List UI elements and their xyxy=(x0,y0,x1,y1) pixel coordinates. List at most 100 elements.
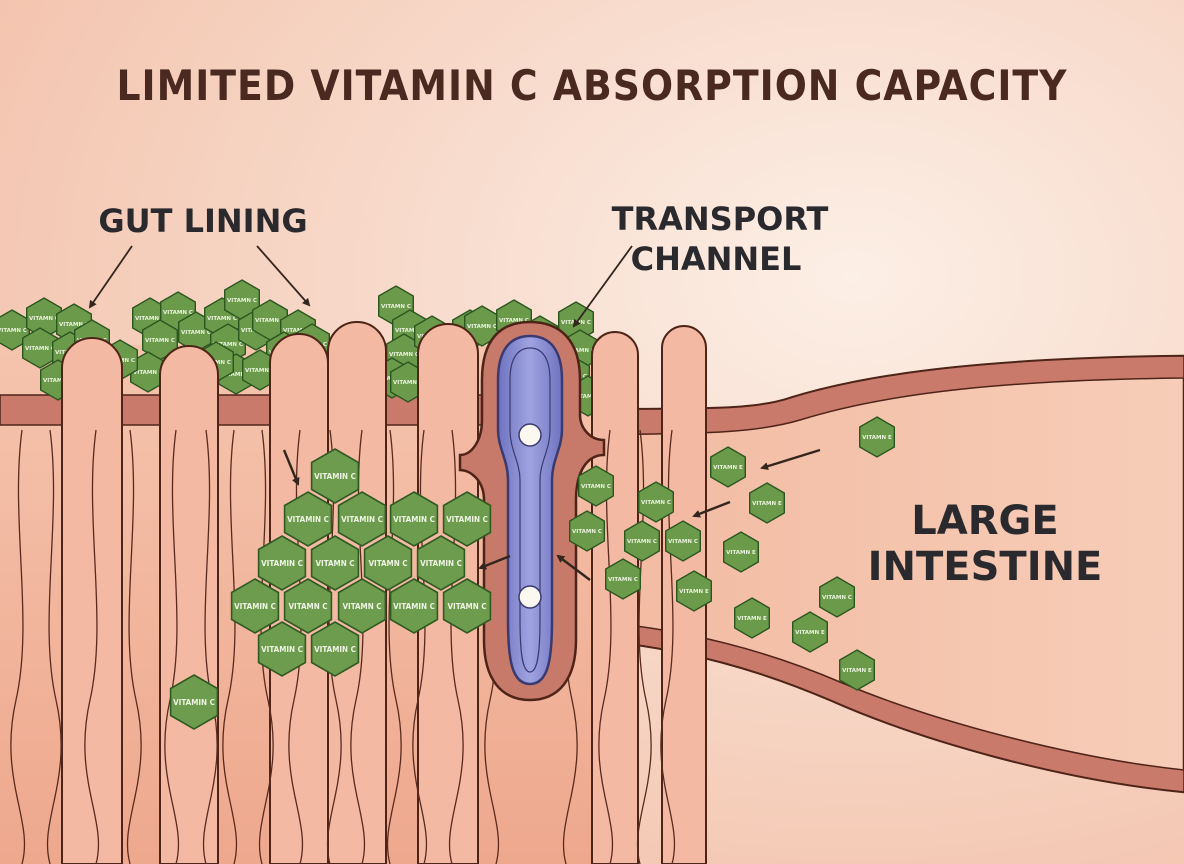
molecule-label: VITAMN C xyxy=(43,378,73,384)
arrow-icon xyxy=(282,449,300,486)
hexagon-molecule-icon: VITAMN C xyxy=(819,576,855,618)
molecule-label: VITAMN C xyxy=(393,380,423,386)
hexagon-molecule-icon: VITAMIN C xyxy=(310,448,360,504)
molecule-label: VITAMN C xyxy=(368,559,407,568)
molecule-label: VITAMIN C xyxy=(261,559,303,568)
hexagon-molecule-icon: VITAMIN C xyxy=(230,578,280,634)
molecule-label: VITAMN C xyxy=(668,539,698,545)
molecule-label: VITAMN C xyxy=(641,500,671,506)
hexagon-molecule-icon: VITAMIN C xyxy=(257,535,307,591)
molecule-label: VITAMN C xyxy=(288,602,327,611)
molecule-label: VITAMIN C xyxy=(420,559,462,568)
label-large-intestine: LARGE INTESTINE xyxy=(868,498,1103,590)
hexagon-molecule-icon: VITAMN C xyxy=(22,327,58,369)
molecule-label: VITAMN C xyxy=(565,348,595,354)
molecule-label: VITAMN C xyxy=(315,559,354,568)
large-intestine-label-line2: INTESTINE xyxy=(868,544,1103,590)
molecule-label: VITAMN E xyxy=(737,616,767,622)
molecule-label: VITAMN C xyxy=(245,368,275,374)
arrow-icon xyxy=(556,554,591,581)
molecule-label: VITAMN C xyxy=(227,298,257,304)
hexagon-molecule-icon: VITAMN C xyxy=(569,510,605,552)
molecule-label: VITAMIN C xyxy=(341,515,383,524)
molecule-label: VITAMN C xyxy=(25,346,55,352)
molecule-label: VITAMN C xyxy=(255,318,285,324)
molecule-label: VITAMN C xyxy=(447,602,486,611)
hexagon-molecule-icon: VITAMN E xyxy=(792,611,828,653)
hexagon-molecule-icon: VITAMIN C xyxy=(389,491,439,547)
molecule-label: VITAMN C xyxy=(213,342,243,348)
molecule-label: VITAMN C xyxy=(499,318,529,324)
hexagon-molecule-icon: VITAMN C xyxy=(337,578,387,634)
large-intestine-label-line1: LARGE xyxy=(911,498,1058,544)
hexagon-molecule-icon: VITAMIN C xyxy=(283,491,333,547)
hexagon-molecule-icon: VITAMN C xyxy=(310,535,360,591)
molecule-label: VITAMN C xyxy=(389,352,419,358)
molecule-label: VITAMIN C xyxy=(314,645,356,654)
hexagon-molecule-icon: VITAMN C xyxy=(283,578,333,634)
molecule-label: VITAMIN C xyxy=(173,698,215,707)
molecule-label: VITAMN E xyxy=(713,465,743,471)
hexagon-molecule-icon: VITAMN E xyxy=(734,597,770,639)
molecule-label: VITAMN C xyxy=(163,310,193,316)
molecule-label: VITAMN C xyxy=(573,394,603,400)
molecule-label: VITAMN C xyxy=(283,328,313,334)
molecule-label: VITAMIN C xyxy=(314,472,356,481)
label-gut-lining: GUT LINING xyxy=(88,202,311,309)
molecule-label: VITAMN E xyxy=(862,435,892,441)
molecule-label: VITAMN C xyxy=(135,316,165,322)
hexagon-molecule-icon: VITAMIN C xyxy=(337,491,387,547)
molecule-label: VITAMN E xyxy=(679,589,709,595)
lumen-molecules: VITAMN E VITAMN E VITAMN E VITAMN C VITAMN C… xyxy=(569,416,895,691)
molecule-label: VITAMN C xyxy=(627,539,657,545)
molecule-label: VITAMN E xyxy=(842,668,872,674)
hexagon-molecule-icon: VITAMIN C xyxy=(310,621,360,677)
hexagon-molecule-icon: VITAMIN C xyxy=(416,535,466,591)
hexagon-molecule-icon: VITAMN E xyxy=(839,649,875,691)
arrow-icon xyxy=(478,554,511,570)
molecule-label: VITAMIN C xyxy=(393,515,435,524)
hexagon-molecule-icon: VITAMN E xyxy=(676,570,712,612)
molecule-label: VITAMN C xyxy=(381,304,411,310)
molecule-label: VITAMIN C xyxy=(393,602,435,611)
molecule-label: VITAMN E xyxy=(795,630,825,636)
molecule-label: VITAMN E xyxy=(752,501,782,507)
molecule-label: VITAMN C xyxy=(0,328,27,334)
molecule-label: VITAMN C xyxy=(29,316,59,322)
molecule-label: VITAMN C xyxy=(467,324,497,330)
arrows xyxy=(282,448,821,581)
molecule-label: VITAMN C xyxy=(395,328,425,334)
absorbed-vitamin-c-cluster: VITAMIN C VITAMIN C VITAMIN C VITAMIN C VITA… xyxy=(169,448,492,730)
hexagon-molecule-icon: VITAMIN C xyxy=(442,491,492,547)
hexagon-molecule-icon: VITAMN E xyxy=(710,446,746,488)
molecule-label: VITAMN C xyxy=(181,330,211,336)
hexagon-molecule-icon: VITAMN E xyxy=(723,531,759,573)
molecule-label: VITAMIN C xyxy=(446,515,488,524)
diagram-title: LIMITED VITAMIN C ABSORPTION CAPACITY xyxy=(116,61,1067,110)
transport-channel-label-line1: TRANSPORT xyxy=(612,200,829,238)
molecule-label: VITAMN C xyxy=(133,370,163,376)
molecule-label: VITAMN C xyxy=(608,577,638,583)
hexagon-molecule-icon: VITAMN E xyxy=(859,416,895,458)
hexagon-molecule-icon: VITAMIN C xyxy=(169,674,219,730)
gut-lining-label: GUT LINING xyxy=(98,202,307,240)
hexagon-molecule-icon: VITAMN C xyxy=(638,481,674,523)
molecule-label: VITAMN C xyxy=(342,602,381,611)
transport-pore-icon xyxy=(496,334,564,686)
molecule-label: VITAMN C xyxy=(581,484,611,490)
hexagon-molecule-icon: VITAMIN C xyxy=(389,578,439,634)
hexagon-molecule-icon: VITAMN C xyxy=(624,520,660,562)
molecule-label: VITAMIN C xyxy=(287,515,329,524)
arrow-icon xyxy=(760,448,821,471)
molecule-label: VITAMN C xyxy=(207,316,237,322)
molecule-label: VITAMN C xyxy=(572,529,602,535)
hexagon-molecule-icon: VITAMN C xyxy=(442,578,492,634)
hexagon-molecule-icon: VITAMN C xyxy=(363,535,413,591)
hexagon-molecule-icon: VITAMN E xyxy=(749,482,785,524)
molecule-label: VITAMN C xyxy=(221,372,251,378)
molecule-label: VITAMN E xyxy=(726,550,756,556)
molecule-label: VITAMN C xyxy=(145,338,175,344)
molecule-label: VITAMN C xyxy=(822,595,852,601)
